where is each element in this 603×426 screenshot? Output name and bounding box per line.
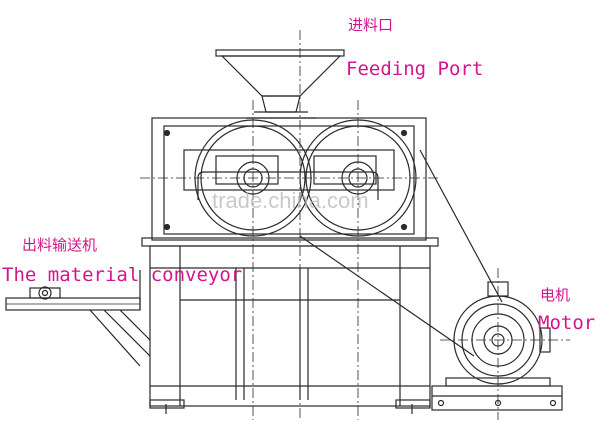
roller-housing	[183, 149, 395, 200]
drive-belt	[299, 149, 503, 357]
upper-frame	[151, 117, 427, 241]
motor-label-en: Motor	[538, 312, 596, 334]
conveyor-label-cn: 出料输送机	[22, 236, 98, 254]
feed-hopper	[215, 49, 345, 119]
center-lines	[140, 30, 570, 420]
motor	[431, 281, 563, 411]
lower-frame	[141, 237, 439, 414]
feeding-port-label-cn: 进料口	[348, 16, 394, 34]
conveyor-label-en: The material conveyor	[2, 264, 243, 286]
watermark: trade.china.com	[212, 188, 369, 213]
motor-label-cn: 电机	[540, 286, 571, 304]
material-conveyor	[5, 270, 151, 367]
feeding-port-label-en: Feeding Port	[346, 58, 484, 80]
